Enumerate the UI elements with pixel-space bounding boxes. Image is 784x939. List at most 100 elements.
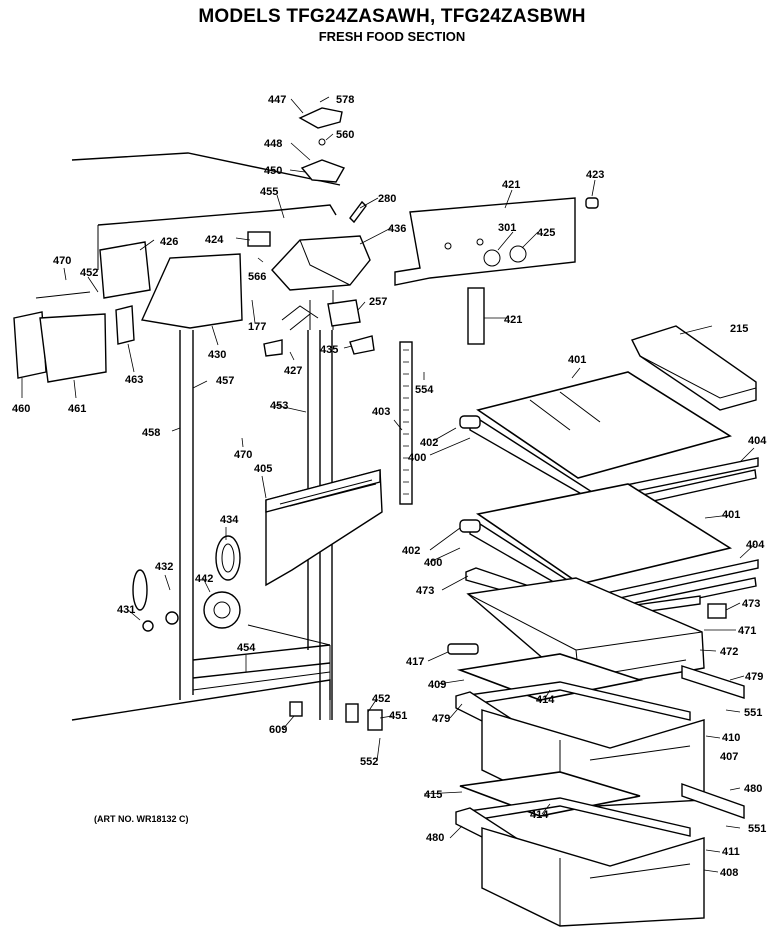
drawer-408 [481,827,705,927]
diagram-title: MODELS TFG24ZASAWH, TFG24ZASBWH [198,6,586,27]
callout-455: 455 [260,186,278,198]
callout-448: 448 [264,138,282,150]
shelves [447,325,759,927]
callout-447: 447 [268,94,286,106]
callout-552: 552 [360,756,378,768]
callout-480-right: 480 [744,783,762,795]
callout-479-left: 479 [432,713,450,725]
part-560 [318,138,326,146]
part-257 [327,299,361,327]
callout-432: 432 [155,561,173,573]
part-451 [367,709,383,731]
rail-480-right [681,783,745,819]
part-450 [300,159,346,183]
part-447 [298,107,343,129]
callout-435: 435 [320,344,338,356]
callout-434: 434 [220,514,239,526]
callout-473-right: 473 [742,598,760,610]
callout-411: 411 [722,846,740,858]
callout-470-top: 470 [53,255,71,267]
knob-423 [585,197,599,209]
callout-402-upper: 402 [420,437,438,449]
callout-453: 453 [270,400,288,412]
part-461 [39,313,107,383]
callout-301: 301 [498,222,516,234]
part-431 [142,620,154,632]
callout-402-lower: 402 [402,545,420,557]
callout-463: 463 [125,374,143,386]
callout-450: 450 [264,165,282,177]
callout-470-mid: 470 [234,449,252,461]
callout-551-lower: 551 [748,823,766,835]
callout-417: 417 [406,656,424,668]
callout-436: 436 [388,223,406,235]
art-number: (ART NO. WR18132 C) [94,814,189,824]
callout-414-upper: 414 [536,694,555,706]
part-432 [132,569,148,611]
callout-409: 409 [428,679,446,691]
bracket-402-lower [459,519,481,533]
callout-425: 425 [537,227,555,239]
callout-578: 578 [336,94,354,106]
callout-426: 426 [160,236,178,248]
callout-403: 403 [372,406,390,418]
callout-566: 566 [248,271,266,283]
callout-551-upper: 551 [744,707,762,719]
callout-414-lower: 414 [530,809,549,821]
callout-427: 427 [284,365,302,377]
callout-215: 215 [730,323,748,335]
callout-404-upper: 404 [748,435,767,447]
part-417 [447,643,479,655]
part-442 [203,591,241,629]
glass-shelf-401-upper [476,371,732,479]
housing-430 [140,253,243,329]
callout-454: 454 [237,642,256,654]
callout-423: 423 [586,169,604,181]
rail-479-right [681,665,745,699]
leader-lines [21,96,756,873]
callout-407: 407 [720,751,738,763]
callout-257: 257 [369,296,387,308]
callout-280: 280 [378,193,396,205]
glass-shelf-401-lower [475,483,733,585]
callout-421-lower: 421 [504,314,522,326]
shelf-frame-upper [469,419,759,501]
callout-473-left: 473 [416,585,434,597]
part-609 [289,701,303,717]
control-panel-421 [394,197,576,286]
callout-451: 451 [389,710,407,722]
control-housing-436 [271,235,371,291]
middle-parts [132,341,413,731]
callout-471: 471 [738,625,756,637]
part-473b [707,603,727,619]
callout-458: 458 [142,427,160,439]
callout-480-left: 480 [426,832,444,844]
callout-408: 408 [720,867,738,879]
callout-405: 405 [254,463,272,475]
callout-430: 430 [208,349,226,361]
callout-177: 177 [248,321,266,333]
top-parts [13,107,599,383]
callout-424: 424 [205,234,224,246]
callout-560: 560 [336,129,354,141]
callout-431: 431 [117,604,135,616]
callout-410: 410 [722,732,740,744]
rail-403 [399,341,413,505]
callout-400-upper: 400 [408,452,426,464]
callout-554: 554 [415,384,434,396]
diagram-subtitle: FRESH FOOD SECTION [318,29,466,44]
dial-strip-421 [467,287,485,345]
callout-472: 472 [720,646,738,658]
callout-labels: 447 578 560 448 450 455 280 421 423 426 … [12,94,767,879]
part-280 [349,200,367,224]
callout-400-lower: 400 [424,557,442,569]
cabinet-liner [71,152,341,721]
bracket-402-upper [459,415,481,429]
callout-609: 609 [269,724,287,736]
callout-404-lower: 404 [746,539,765,551]
callout-415: 415 [424,789,442,801]
callout-442: 442 [195,573,213,585]
callout-461: 461 [68,403,86,415]
